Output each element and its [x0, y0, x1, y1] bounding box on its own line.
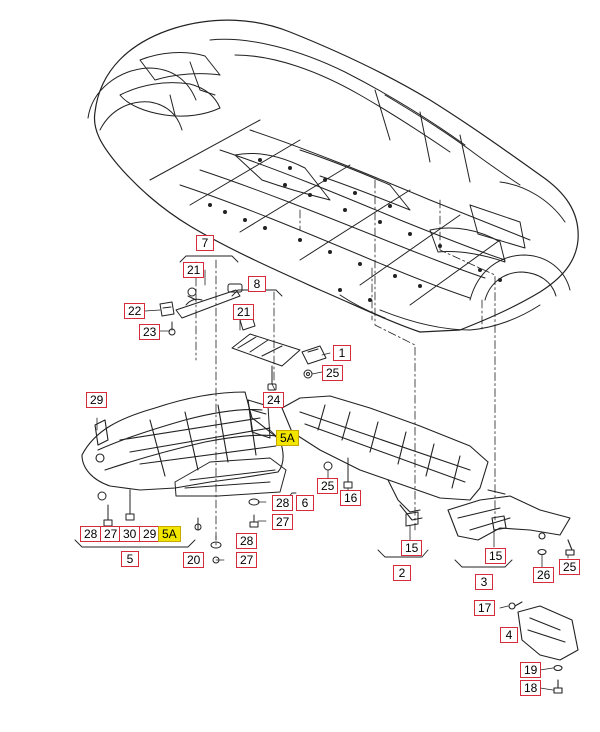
part-24-bolt: [267, 365, 277, 391]
part-1-bracket: [301, 345, 327, 365]
callout-16[interactable]: 16: [340, 490, 362, 506]
callout-30[interactable]: 30: [119, 526, 141, 542]
callout-20[interactable]: 20: [183, 552, 205, 568]
callout-2[interactable]: 2: [393, 565, 411, 581]
callout-4[interactable]: 4: [500, 627, 518, 643]
part-5-fasteners: [97, 489, 260, 564]
callout-25[interactable]: 25: [322, 365, 344, 381]
callout-17[interactable]: 17: [474, 600, 496, 616]
part-22-clip: [159, 301, 175, 317]
part-23-screw: [168, 321, 176, 336]
callout-15-right[interactable]: 15: [485, 548, 507, 564]
callout-28-bottom[interactable]: 28: [236, 533, 258, 549]
part-3-rear-bracket: [447, 489, 575, 556]
assembly-dashed-lines: [195, 179, 496, 546]
callout-19[interactable]: 19: [520, 662, 542, 678]
callout-27-lower[interactable]: 27: [100, 526, 122, 542]
callout-29[interactable]: 29: [86, 392, 108, 408]
callout-28-lower[interactable]: 28: [80, 526, 102, 542]
callout-27[interactable]: 27: [272, 514, 294, 530]
callout-25-center[interactable]: 25: [317, 478, 339, 494]
callout-5A-lower[interactable]: 5A: [158, 526, 181, 542]
callout-25-right[interactable]: 25: [559, 559, 581, 575]
part-4-bracket: [508, 601, 579, 694]
callout-3[interactable]: 3: [475, 574, 493, 590]
part-6-panel: [174, 457, 287, 497]
part-7-strut: [175, 283, 243, 319]
callout-15[interactable]: 15: [401, 540, 423, 556]
part-5A-bracket: [247, 399, 271, 439]
part-25-nut-center: [323, 461, 333, 471]
part-25-nut: [303, 369, 313, 379]
callout-27-bottom[interactable]: 27: [236, 552, 258, 568]
callout-26[interactable]: 26: [533, 567, 555, 583]
callout-22[interactable]: 22: [124, 303, 146, 319]
callout-21-secondary[interactable]: 21: [233, 304, 255, 320]
callout-5[interactable]: 5: [121, 551, 139, 567]
part-5-front-shield: [81, 391, 284, 491]
part-2-center-shield: [281, 395, 489, 521]
callout-28[interactable]: 28: [272, 495, 294, 511]
leader-lines: [96, 269, 569, 691]
callout-29-lower[interactable]: 29: [139, 526, 161, 542]
part-15-clip-left: [405, 511, 419, 527]
callout-24[interactable]: 24: [263, 392, 285, 408]
callout-8[interactable]: 8: [248, 276, 266, 292]
callout-23[interactable]: 23: [139, 324, 161, 340]
callout-7[interactable]: 7: [196, 235, 214, 251]
car-underbody: [87, 19, 579, 333]
callout-6[interactable]: 6: [296, 495, 314, 511]
callout-21[interactable]: 21: [183, 262, 205, 278]
callout-18[interactable]: 18: [520, 680, 542, 696]
part-8-shield: [231, 315, 301, 367]
callout-5A[interactable]: 5A: [276, 430, 299, 446]
callout-1[interactable]: 1: [333, 345, 351, 361]
